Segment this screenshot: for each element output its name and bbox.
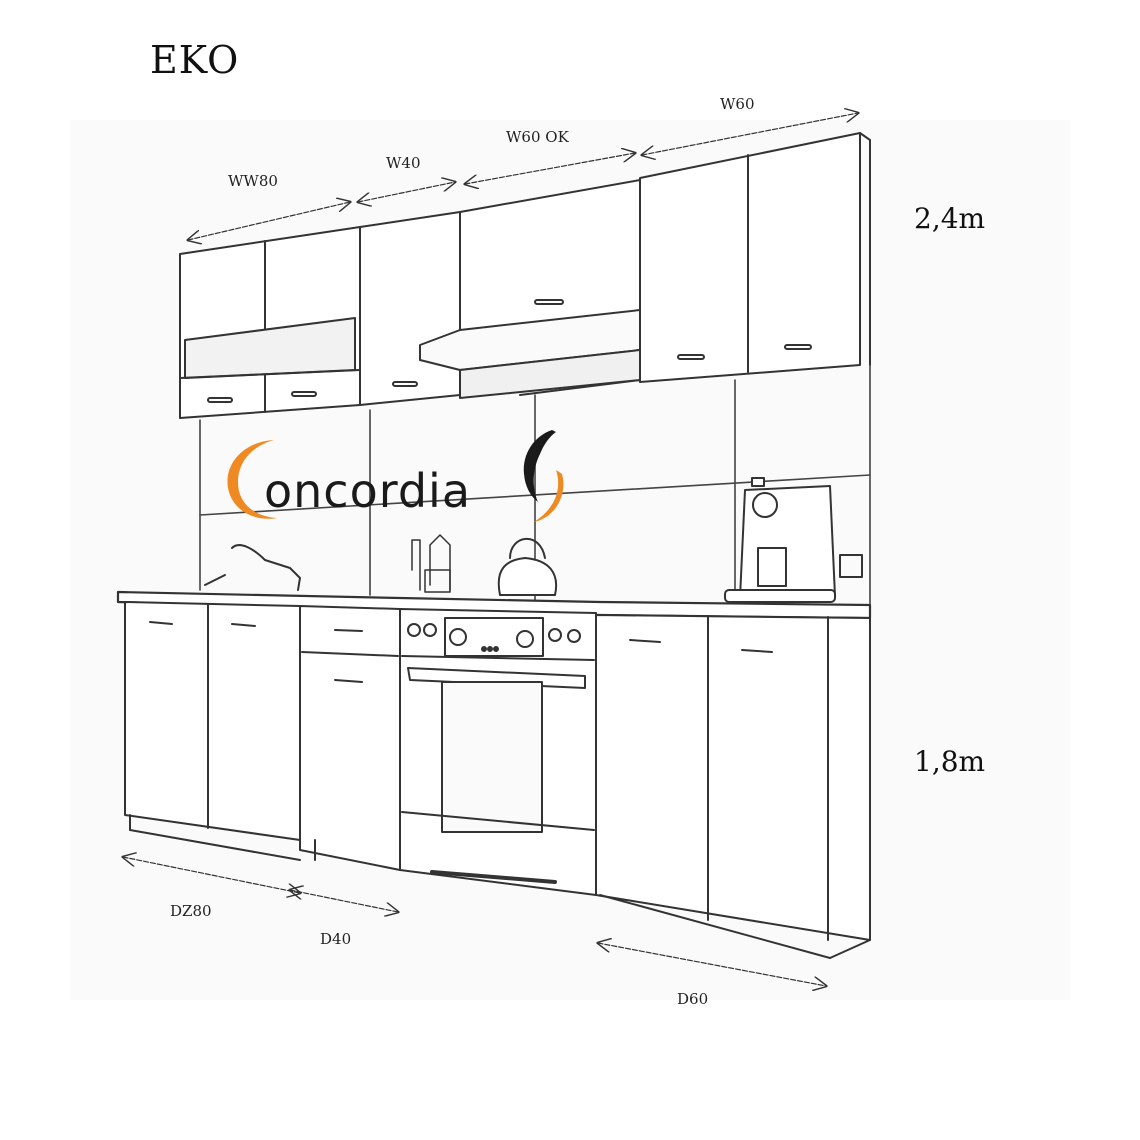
dimension-arrows bbox=[123, 113, 858, 986]
upper-cabinet-ww80 bbox=[179, 226, 361, 419]
cooker-hood bbox=[419, 309, 641, 399]
upper-cabinet-w60 bbox=[639, 132, 871, 383]
label-w60: W60 bbox=[720, 95, 755, 113]
label-d40: D40 bbox=[320, 930, 352, 948]
label-d60: D60 bbox=[677, 990, 709, 1008]
lower-cabinet-d60 bbox=[595, 614, 871, 959]
concordia-logo: oncordia bbox=[222, 430, 572, 530]
logo-crescent-icon bbox=[227, 430, 564, 522]
brand-name: oncordia bbox=[264, 464, 472, 518]
kettle bbox=[497, 537, 558, 596]
label-ww80: WW80 bbox=[228, 172, 278, 190]
upper-total-width: 2,4m bbox=[914, 202, 986, 235]
lower-cabinet-dz80 bbox=[124, 601, 301, 861]
page-title: EKO bbox=[150, 38, 240, 82]
label-dz80: DZ80 bbox=[170, 902, 212, 920]
lower-cabinet-d40 bbox=[299, 605, 401, 871]
label-w60ok: W60 OK bbox=[506, 128, 569, 146]
lower-total-width: 1,8m bbox=[914, 745, 986, 778]
oven-stove bbox=[399, 608, 597, 896]
sink-tap bbox=[204, 544, 301, 591]
decor bbox=[411, 534, 451, 593]
upper-cabinet-w40 bbox=[359, 211, 461, 406]
coffee-machine bbox=[724, 477, 863, 603]
label-w40: W40 bbox=[386, 154, 421, 172]
